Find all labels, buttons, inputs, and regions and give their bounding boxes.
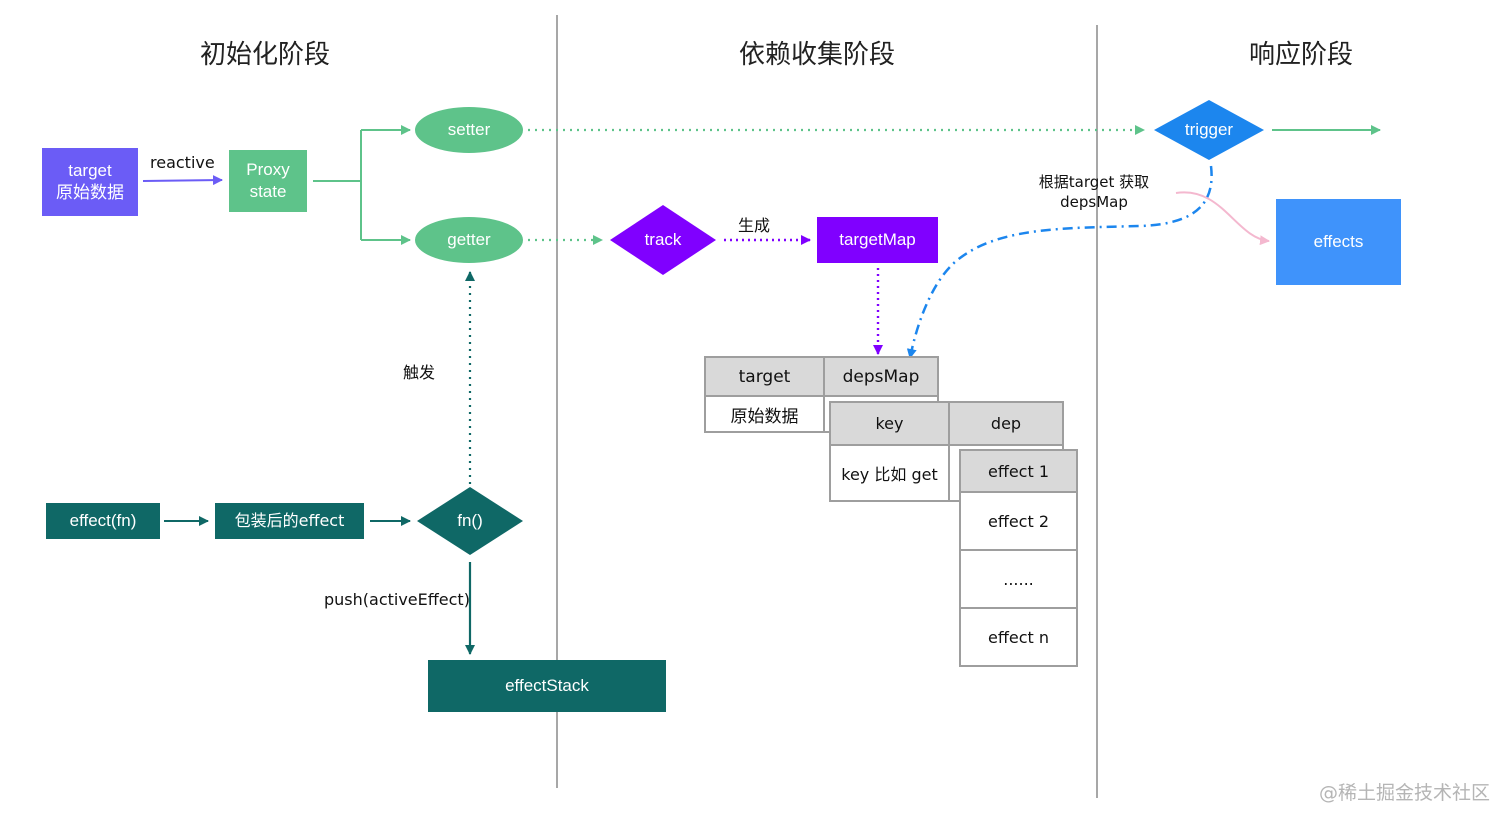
effects-list-row: effect n <box>959 607 1078 667</box>
effect-fn-node: effect(fn) <box>46 503 160 539</box>
deps-table-row-key: key 比如 get <box>829 444 950 502</box>
label-reactive: reactive <box>150 153 215 172</box>
edge-to-effects <box>1175 191 1270 246</box>
phase-title-respond: 响应阶段 <box>1249 40 1354 70</box>
target-table-header-target: target <box>704 356 825 397</box>
fn-node-label: fn() <box>457 511 483 530</box>
effect-stack-node: effectStack <box>428 660 666 712</box>
label-lookup: 根据target 获取 depsMap <box>1038 172 1150 212</box>
deps-table-header: key dep <box>829 401 1064 446</box>
track-node-label: track <box>644 230 682 249</box>
label-trigger-by: 触发 <box>403 363 436 382</box>
edge-proxy-split <box>313 130 362 240</box>
track-diamond <box>610 205 716 275</box>
label-push-active: push(activeEffect) <box>324 590 470 609</box>
watermark: @稀土掘金技术社区 <box>1318 782 1490 804</box>
proxy-node: Proxy state <box>229 150 307 212</box>
target-table-row-target: 原始数据 <box>704 395 825 433</box>
phase-title-init: 初始化阶段 <box>200 40 331 70</box>
effects-list-item-n: effect n <box>959 607 1078 667</box>
setter-node: setter <box>415 107 523 153</box>
trigger-diamond <box>1154 100 1264 160</box>
target-node-line2: 原始数据 <box>56 183 124 202</box>
phase-title-collect: 依赖收集阶段 <box>739 40 896 70</box>
effects-list-table: effect 1 effect 2 ...... effect n <box>959 449 1078 667</box>
label-lookup-line1: 根据target 获取 <box>1038 173 1150 191</box>
edge-reactive <box>142 175 223 186</box>
effects-list-row: effect 2 <box>959 491 1078 551</box>
proxy-node-line1: Proxy <box>246 160 290 179</box>
effects-list-item-ellipsis: ...... <box>959 549 1078 609</box>
edge-trigger-lookup <box>906 165 1213 359</box>
target-table-header-depsmap: depsMap <box>823 356 939 397</box>
label-generate: 生成 <box>738 216 771 235</box>
target-node-line1: target <box>68 161 112 180</box>
effects-node: effects <box>1276 199 1401 285</box>
targetmap-node: targetMap <box>817 217 938 263</box>
effects-list-item-2: effect 2 <box>959 491 1078 551</box>
deps-table-header-key: key <box>829 401 950 446</box>
effects-list-item-1: effect 1 <box>959 449 1078 493</box>
deps-table-header-dep: dep <box>948 401 1064 446</box>
trigger-node-label: trigger <box>1184 120 1234 139</box>
getter-node: getter <box>415 217 523 263</box>
target-node: target 原始数据 <box>42 148 138 216</box>
effects-list-row: ...... <box>959 549 1078 609</box>
fn-diamond <box>417 487 523 555</box>
wrapped-effect-node: 包装后的effect <box>215 503 364 539</box>
target-table-header: target depsMap <box>704 356 939 397</box>
effects-list-row: effect 1 <box>959 449 1078 493</box>
proxy-node-line2: state <box>249 182 287 201</box>
label-lookup-line2: depsMap <box>1060 193 1128 211</box>
